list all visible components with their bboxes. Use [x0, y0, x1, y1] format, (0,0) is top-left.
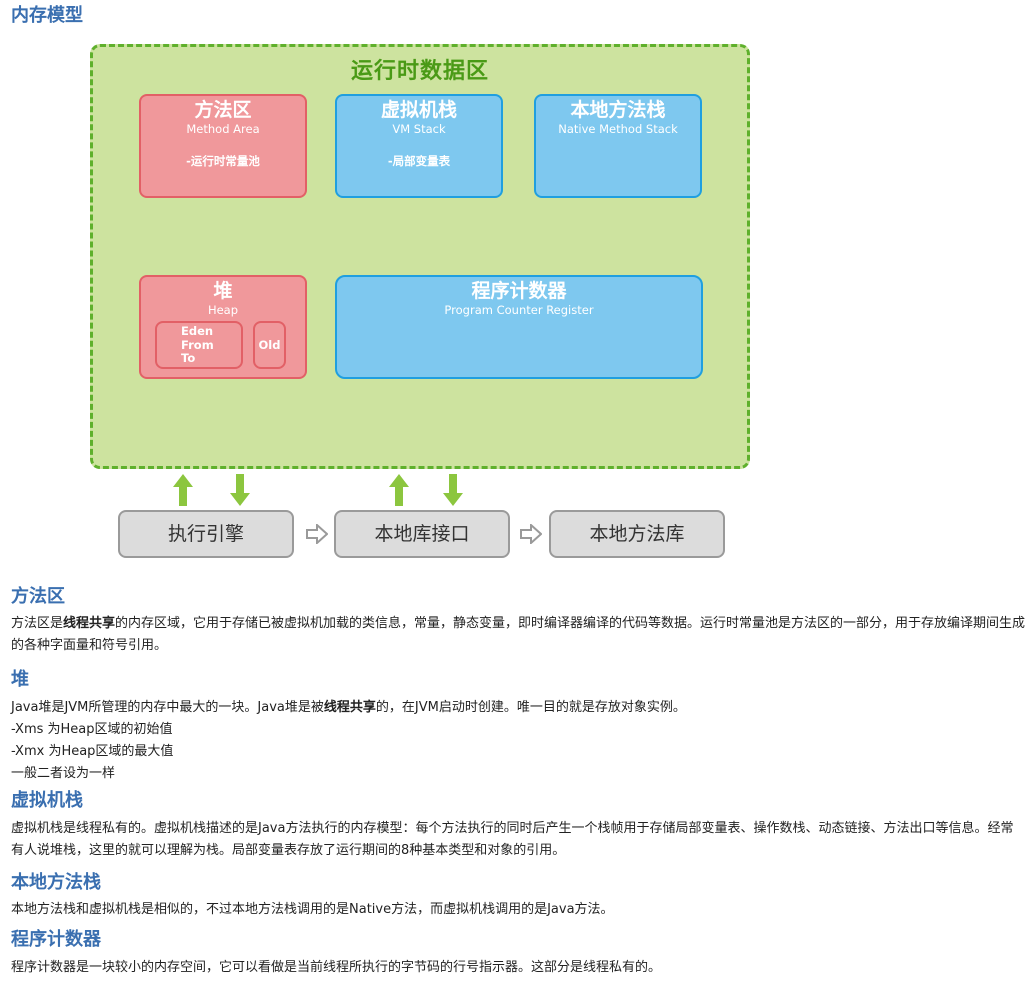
native-stack-box: 本地方法栈 Native Method Stack [534, 94, 702, 198]
method-area-text-1: 方法区是 [11, 616, 64, 631]
pc-register-box: 程序计数器 Program Counter Register [335, 275, 703, 379]
method-area-text-2: 的内存区域，它用于存储已被虚拟机加载的类信息，常量，静态变量，即时编译器编译的代… [11, 616, 1026, 653]
runtime-area-title: 运行时数据区 [350, 59, 489, 84]
heap-heading: 堆 [11, 669, 29, 690]
execution-engine-box: 执行引擎 [118, 510, 294, 558]
vm-stack-paragraph: 虚拟机栈是线程私有的。虚拟机栈描述的是Java方法执行的内存模型：每个方法执行的… [11, 821, 1014, 858]
heap-line-3: -Xmx 为Heap区域的最大值 [11, 744, 174, 759]
method-area-box: 方法区 Method Area -运行时常量池 [139, 94, 307, 198]
vm-stack-subtitle: VM Stack [392, 122, 446, 136]
arrow-right-icon [306, 524, 328, 544]
method-area-subtitle: Method Area [186, 122, 260, 136]
heap-line-4: 一般二者设为一样 [11, 766, 116, 781]
young-generation-box: Eden From To [155, 321, 243, 369]
vm-stack-box: 虚拟机栈 VM Stack -局部变量表 [335, 94, 503, 198]
method-area-title: 方法区 [194, 99, 252, 121]
native-library-label: 本地方法库 [589, 523, 685, 545]
heap-paragraph: Java堆是JVM所管理的内存中最大的一块。Java堆是被线程共享的，在JVM启… [11, 697, 1026, 785]
native-stack-paragraph: 本地方法栈和虚拟机栈是相似的，不过本地方法栈调用的是Native方法，而虚拟机栈… [11, 902, 614, 917]
native-interface-label: 本地库接口 [374, 523, 470, 545]
native-stack-heading: 本地方法栈 [11, 872, 101, 893]
vm-stack-heading: 虚拟机栈 [11, 790, 83, 811]
to-label: To [181, 351, 196, 365]
pc-register-title: 程序计数器 [471, 280, 567, 302]
heap-text-1: Java堆是JVM所管理的内存中最大的一块。Java堆是被 [11, 700, 324, 715]
method-area-paragraph: 方法区是线程共享的内存区域，它用于存储已被虚拟机加载的类信息，常量，静态变量，即… [11, 613, 1026, 657]
native-stack-title: 本地方法栈 [570, 99, 666, 121]
runtime-data-area: 运行时数据区 方法区 Method Area -运行时常量池 虚拟机栈 VM S… [90, 44, 750, 469]
arrow-down-icon [230, 474, 250, 506]
heap-box: 堆 Heap Eden From To Old [139, 275, 307, 379]
heap-line-1: Java堆是JVM所管理的内存中最大的一块。Java堆是被线程共享的，在JVM启… [11, 697, 1026, 719]
jvm-memory-diagram: 运行时数据区 方法区 Method Area -运行时常量池 虚拟机栈 VM S… [0, 30, 840, 578]
old-label: Old [258, 338, 281, 352]
arrow-up-icon [389, 474, 409, 506]
heap-title: 堆 [213, 280, 233, 302]
execution-engine-label: 执行引擎 [167, 523, 244, 545]
native-library-box: 本地方法库 [549, 510, 725, 558]
arrow-down-icon [443, 474, 463, 506]
vm-stack-title: 虚拟机栈 [380, 99, 457, 121]
arrow-right-icon [520, 524, 542, 544]
arrow-up-icon [173, 474, 193, 506]
method-area-note: -运行时常量池 [186, 154, 260, 168]
method-area-bold: 线程共享 [63, 616, 116, 631]
heap-line-2: -Xms 为Heap区域的初始值 [11, 722, 173, 737]
from-label: From [181, 337, 214, 352]
pc-register-subtitle: Program Counter Register [444, 303, 594, 317]
old-generation-box: Old [253, 321, 286, 369]
method-area-heading: 方法区 [11, 586, 65, 607]
heap-subtitle: Heap [207, 303, 239, 317]
heap-bold: 线程共享 [323, 700, 376, 715]
pc-register-heading: 程序计数器 [11, 929, 101, 950]
heap-text-2: 的，在JVM启动时创建。唯一目的就是存放对象实例。 [375, 700, 686, 715]
vm-stack-note: -局部变量表 [387, 154, 451, 168]
eden-label: Eden [181, 324, 214, 338]
native-interface-box: 本地库接口 [334, 510, 510, 558]
page-title: 内存模型 [11, 5, 83, 26]
native-stack-subtitle: Native Method Stack [558, 122, 678, 136]
pc-register-paragraph: 程序计数器是一块较小的内存空间，它可以看做是当前线程所执行的字节码的行号指示器。… [11, 960, 662, 975]
